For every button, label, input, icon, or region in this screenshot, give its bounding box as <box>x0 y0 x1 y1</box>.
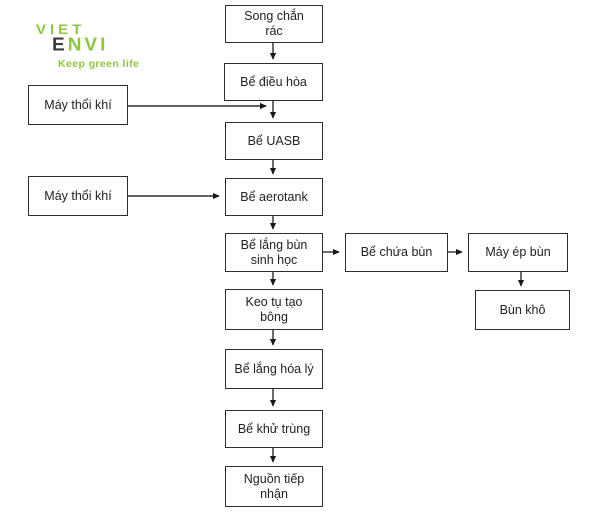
node-may-thoi-khi-1: Máy thổi khí <box>28 85 128 125</box>
vietenvi-logo: VIET ENVI Keep green life <box>33 21 143 70</box>
node-label: Bể khử trùng <box>237 421 311 436</box>
node-label: Nguồn tiếp nhận <box>243 471 305 501</box>
logo-text-envi: ENVI <box>52 35 109 56</box>
logo-tagline: Keep green life <box>58 58 140 70</box>
node-label: Bể điều hòa <box>240 74 307 89</box>
node-label: Bể lắng bùn sinh học <box>240 237 308 267</box>
node-be-lang-hoa-ly: Bể lắng hóa lý <box>225 349 323 389</box>
node-be-lang-bun-sinh-hoc: Bể lắng bùn sinh học <box>225 233 323 272</box>
node-keo-tu-tao-bong: Keo tụ tạo bông <box>225 289 323 330</box>
node-be-uasb: Bể UASB <box>225 122 323 160</box>
node-label: Bể aerotank <box>240 189 308 204</box>
node-may-thoi-khi-2: Máy thổi khí <box>28 176 128 216</box>
node-be-aerotank: Bể aerotank <box>225 178 323 216</box>
node-label: Keo tụ tạo bông <box>245 294 303 324</box>
node-label: Máy ép bùn <box>485 245 551 259</box>
node-may-ep-bun: Máy ép bùn <box>468 233 568 272</box>
logo-text-viet: VIET <box>36 21 86 38</box>
node-label: Máy thổi khí <box>44 188 112 203</box>
node-label: Bùn khô <box>499 302 546 317</box>
node-be-dieu-hoa: Bể điều hòa <box>224 63 323 101</box>
node-label: Bể UASB <box>247 133 301 148</box>
node-song-chan-rac: Song chắn rác <box>225 5 323 43</box>
node-bun-kho: Bùn khô <box>475 290 570 330</box>
node-label: Máy thổi khí <box>44 97 112 112</box>
node-label: Bể lắng hóa lý <box>234 361 314 376</box>
node-label: Bể chứa bùn <box>360 245 433 259</box>
node-nguon-tiep-nhan: Nguồn tiếp nhận <box>225 466 323 507</box>
node-be-khu-trung: Bể khử trùng <box>225 410 323 448</box>
node-label: Song chắn rác <box>244 9 304 38</box>
node-be-chua-bun: Bể chứa bùn <box>345 233 448 272</box>
